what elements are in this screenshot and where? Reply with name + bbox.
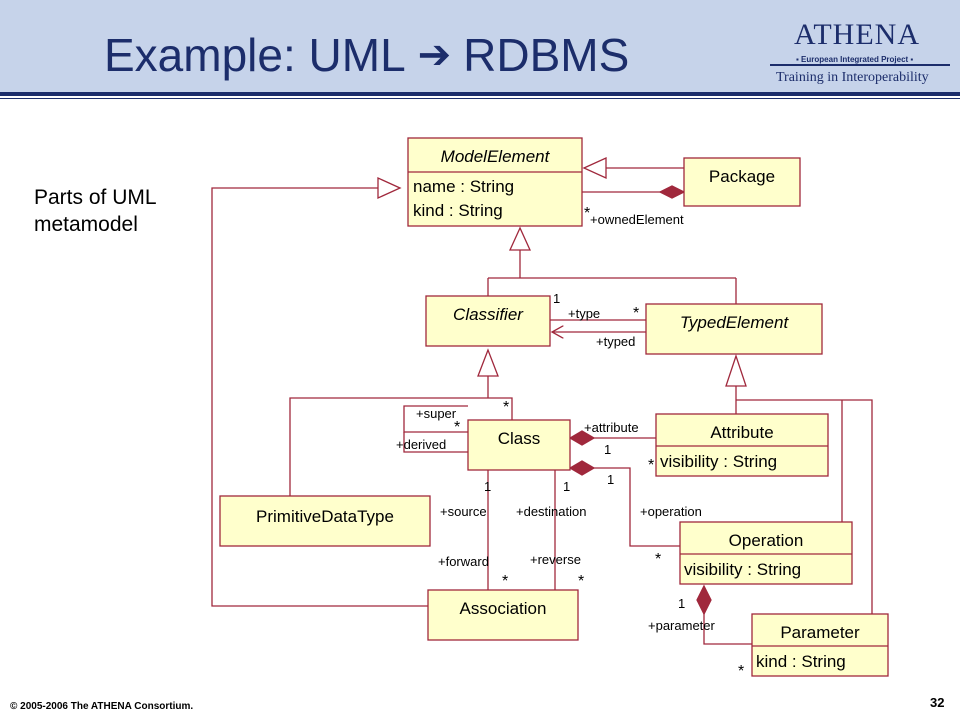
classifier-generalization-arrow	[477, 348, 499, 377]
super-label: +super	[416, 406, 457, 421]
attribute-name: Attribute	[710, 423, 773, 442]
parameter-mult-many: *	[738, 663, 744, 680]
parameter-label: +parameter	[648, 618, 716, 633]
forward-label: +forward	[438, 554, 489, 569]
logo-divider	[770, 64, 950, 66]
primitive-box	[219, 495, 431, 547]
typed-label: +typed	[596, 334, 635, 349]
title-part2: RDBMS	[463, 29, 630, 81]
attribute-box	[655, 413, 829, 477]
page-number: 32	[930, 695, 945, 710]
owned-element-diamond	[658, 185, 686, 199]
super-line	[403, 405, 468, 433]
derived-mult: *	[454, 419, 460, 436]
parameter-attr-kind: kind : String	[756, 652, 846, 671]
owned-element-label: +ownedElement	[590, 212, 684, 227]
source-mult-one: 1	[484, 479, 491, 494]
operation-attr-visibility: visibility : String	[684, 560, 801, 579]
logo-name: ATHENA	[794, 18, 920, 51]
package-name: Package	[709, 167, 775, 186]
slide-title: Example: UML➔RDBMS	[104, 28, 629, 82]
model-element-generalization-tree	[487, 250, 737, 304]
attribute-mult-many: *	[648, 457, 654, 474]
classifier-name: Classifier	[453, 305, 524, 324]
owned-element-mult: *	[584, 205, 590, 222]
package-box	[683, 157, 801, 207]
destination-mult-one: 1	[563, 479, 570, 494]
type-mult-one: 1	[553, 291, 560, 306]
classifier-generalization-tree	[289, 376, 513, 496]
class-association: Association	[427, 589, 579, 641]
package-generalization-arrow	[582, 156, 607, 180]
derived-label: +derived	[396, 437, 446, 452]
operation-label: +operation	[640, 504, 702, 519]
model-element-generalization-arrow	[508, 226, 532, 251]
classifier-box	[425, 295, 551, 347]
logo-tagline: Training in Interoperability	[776, 70, 929, 85]
parameter-mult-one: 1	[678, 596, 685, 611]
connector-lines	[211, 156, 873, 645]
model-element-box	[407, 137, 583, 227]
operation-box	[679, 521, 853, 585]
class-class: Class	[467, 419, 571, 471]
typed-element-generalization-tree	[735, 386, 873, 614]
typed-element-box	[645, 303, 823, 355]
typed-element-generalization-arrow	[725, 353, 747, 387]
class-model-element: ModelElement name : String kind : String	[407, 137, 583, 227]
parameter-name: Parameter	[780, 623, 860, 642]
super-mult: *	[503, 399, 509, 416]
association-box	[427, 589, 579, 641]
header-rule-thin	[0, 98, 960, 99]
reverse-label: +reverse	[530, 552, 581, 567]
arrow-right-icon: ➔	[417, 33, 452, 77]
association-name: Association	[460, 599, 547, 618]
association-generalization-arrow	[377, 176, 402, 200]
class-box	[467, 419, 571, 471]
operation-line	[570, 467, 680, 547]
operation-name: Operation	[729, 531, 804, 550]
athena-logo: ATHENA ▪ European Integrated Project ▪ T…	[770, 18, 952, 88]
destination-label: +destination	[516, 504, 586, 519]
intro-text: Parts of UML metamodel	[34, 186, 157, 236]
role-labels: * +ownedElement 1 +type * +typed +super …	[396, 205, 744, 680]
attribute-mult-one: 1	[604, 442, 611, 457]
class-parameter: Parameter kind : String	[751, 613, 889, 677]
attribute-label: +attribute	[584, 420, 639, 435]
association-generalization-line	[211, 187, 428, 607]
class-package: Package	[683, 157, 801, 207]
source-label: +source	[440, 504, 487, 519]
class-operation: Operation visibility : String	[679, 521, 853, 585]
attribute-attr-visibility: visibility : String	[660, 452, 777, 471]
reverse-mult-many: *	[578, 573, 584, 590]
model-element-attr-name: name : String	[413, 177, 514, 196]
operation-mult-many: *	[655, 551, 661, 568]
class-attribute: Attribute visibility : String	[655, 413, 829, 477]
class-name: Class	[498, 429, 541, 448]
header-rule	[0, 92, 960, 96]
type-mult-many: *	[633, 305, 639, 322]
attribute-diamond	[568, 430, 596, 446]
derived-line	[403, 432, 468, 453]
class-typed-element: TypedElement	[645, 303, 823, 355]
footer-copyright: © 2005-2006 The ATHENA Consortium.	[10, 701, 194, 712]
parameter-box	[751, 613, 889, 677]
operation-mult-one: 1	[607, 472, 614, 487]
typed-element-name: TypedElement	[680, 313, 790, 332]
class-primitive-data-type: PrimitiveDataType	[219, 495, 431, 547]
operation-diamond	[568, 460, 596, 476]
title-part1: Example: UML	[104, 29, 406, 81]
type-label: +type	[568, 306, 600, 321]
parameter-diamond	[696, 584, 712, 616]
class-classifier: Classifier	[425, 295, 551, 347]
forward-mult-many: *	[502, 573, 508, 590]
model-element-name: ModelElement	[441, 147, 551, 166]
primitive-name: PrimitiveDataType	[256, 507, 394, 526]
model-element-attr-kind: kind : String	[413, 201, 503, 220]
logo-subtitle: ▪ European Integrated Project ▪	[796, 55, 914, 64]
header-band	[0, 0, 960, 92]
